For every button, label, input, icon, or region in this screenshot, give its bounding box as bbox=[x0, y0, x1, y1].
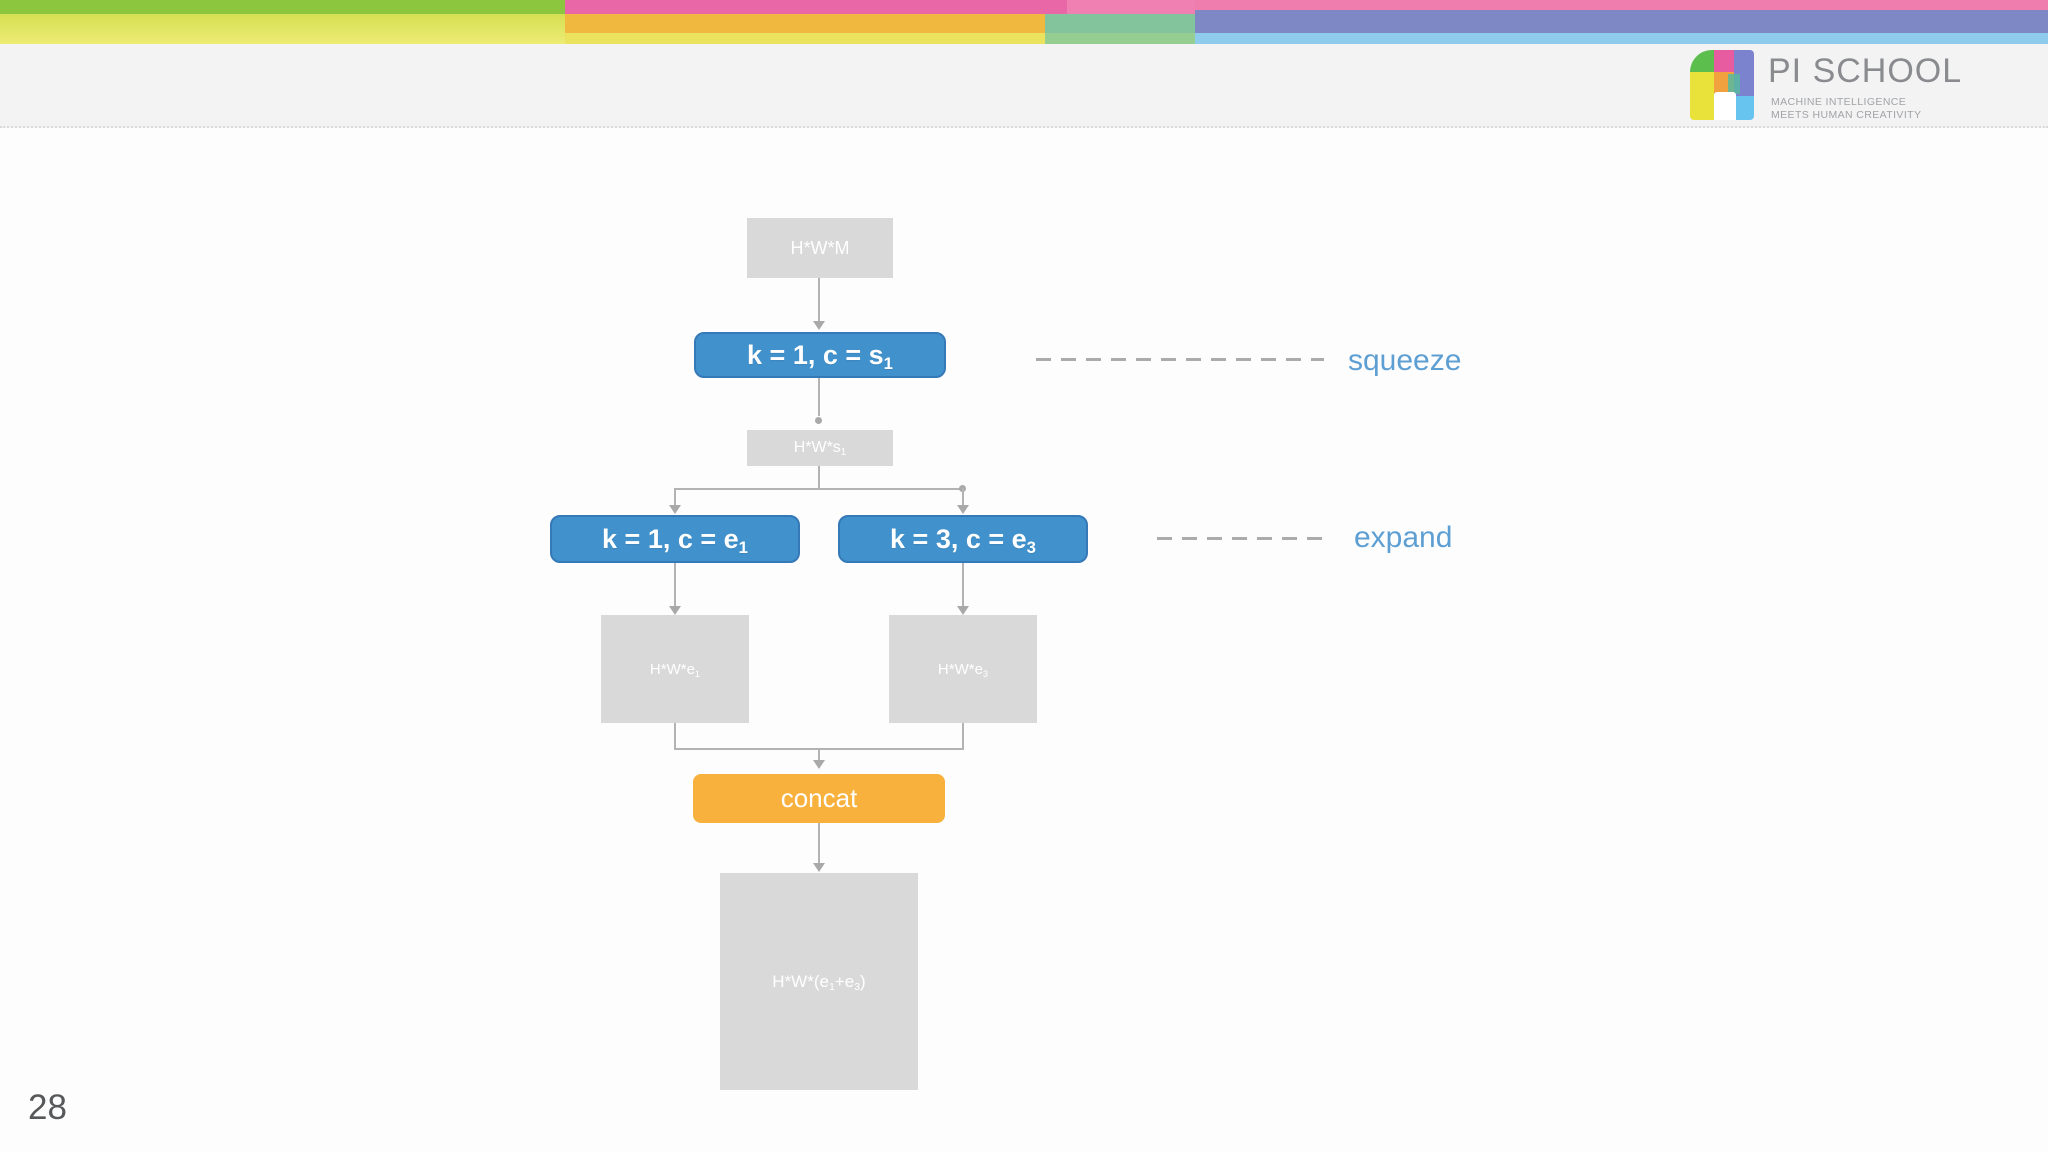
connector-line bbox=[818, 748, 820, 760]
arrow-down-icon bbox=[813, 760, 825, 769]
squeeze-label: squeeze bbox=[1348, 344, 1462, 377]
banner-teal-light-strip bbox=[1045, 33, 1195, 44]
connector-line bbox=[674, 723, 676, 750]
connector-line bbox=[674, 488, 964, 490]
expand3x3-output-label: H*W*e3 bbox=[937, 660, 989, 679]
concat-label: concat bbox=[780, 783, 858, 813]
logo-green-tile bbox=[1690, 50, 1714, 72]
brand-tagline-line1: MACHINE INTELLIGENCE bbox=[1771, 96, 1907, 108]
connector-line bbox=[962, 488, 964, 505]
arrow-down-icon bbox=[669, 505, 681, 514]
connector-line bbox=[818, 823, 820, 863]
squeeze-conv-label: k = 1, c = s1 bbox=[747, 339, 893, 373]
expand-dashed-line bbox=[1157, 537, 1323, 540]
squeeze-output-box: H*W*s1 bbox=[747, 430, 893, 466]
banner-lightpink-strip bbox=[1067, 0, 1195, 14]
connector-line bbox=[962, 563, 964, 606]
banner-yellow-strip bbox=[565, 33, 1045, 44]
connector-dot bbox=[815, 417, 822, 424]
expand3x3-output-box: H*W*e3 bbox=[889, 615, 1037, 723]
banner-periwinkle-strip bbox=[1195, 10, 2048, 33]
brand-tagline: MACHINE INTELLIGENCE MEETS HUMAN CREATIV… bbox=[1771, 96, 1921, 122]
banner-amber-strip bbox=[565, 14, 1045, 33]
output-tensor-box: H*W*(e1+e3) bbox=[720, 873, 918, 1090]
input-tensor-box: H*W*M bbox=[747, 218, 893, 278]
connector-line bbox=[818, 278, 820, 321]
connector-line bbox=[674, 563, 676, 606]
logo-white-notch bbox=[1714, 92, 1736, 120]
expand3x3-conv-box: k = 3, c = e3 bbox=[838, 515, 1088, 563]
banner-lightblue-strip bbox=[1195, 33, 2048, 44]
connector-line bbox=[818, 466, 820, 489]
pi-school-logo-icon bbox=[1690, 50, 1754, 120]
arrow-down-icon bbox=[813, 321, 825, 330]
banner-teal-strip bbox=[1045, 14, 1195, 33]
connector-line bbox=[962, 723, 964, 750]
squeeze-conv-box: k = 1, c = s1 bbox=[694, 332, 946, 378]
arrow-down-icon bbox=[957, 505, 969, 514]
input-tensor-label: H*W*M bbox=[790, 237, 850, 258]
expand3x3-conv-label: k = 3, c = e3 bbox=[890, 523, 1036, 557]
logo-pink-tile bbox=[1714, 50, 1734, 72]
squeeze-output-label: H*W*s1 bbox=[793, 439, 847, 458]
slide-header: PI SCHOOL MACHINE INTELLIGENCE MEETS HUM… bbox=[0, 44, 2048, 128]
output-tensor-label: H*W*(e1+e3) bbox=[772, 971, 866, 993]
brand-name: PI SCHOOL bbox=[1768, 52, 1963, 90]
squeeze-dashed-line bbox=[1036, 358, 1324, 361]
brand-tagline-line2: MEETS HUMAN CREATIVITY bbox=[1771, 109, 1922, 121]
banner-yellowgreen-strip bbox=[0, 14, 565, 44]
arrow-down-icon bbox=[669, 606, 681, 615]
top-color-banner bbox=[0, 0, 2048, 44]
logo-yellow-tile bbox=[1690, 72, 1714, 120]
connector-line bbox=[674, 488, 676, 505]
expand1x1-output-box: H*W*e1 bbox=[601, 615, 749, 723]
banner-pink-right-strip bbox=[1195, 0, 2048, 10]
banner-pink-strip bbox=[565, 0, 1067, 14]
arrow-down-icon bbox=[957, 606, 969, 615]
page-number: 28 bbox=[28, 1088, 67, 1127]
expand1x1-conv-label: k = 1, c = e1 bbox=[602, 523, 748, 557]
logo-teal-tile bbox=[1728, 74, 1740, 94]
connector-line bbox=[818, 378, 820, 416]
banner-green-strip bbox=[0, 0, 565, 14]
expand1x1-conv-box: k = 1, c = e1 bbox=[550, 515, 800, 563]
logo-lightblue-tile bbox=[1734, 96, 1754, 120]
arrow-down-icon bbox=[813, 863, 825, 872]
expand1x1-output-label: H*W*e1 bbox=[649, 660, 701, 679]
expand-label: expand bbox=[1354, 521, 1453, 554]
concat-box: concat bbox=[693, 774, 945, 823]
